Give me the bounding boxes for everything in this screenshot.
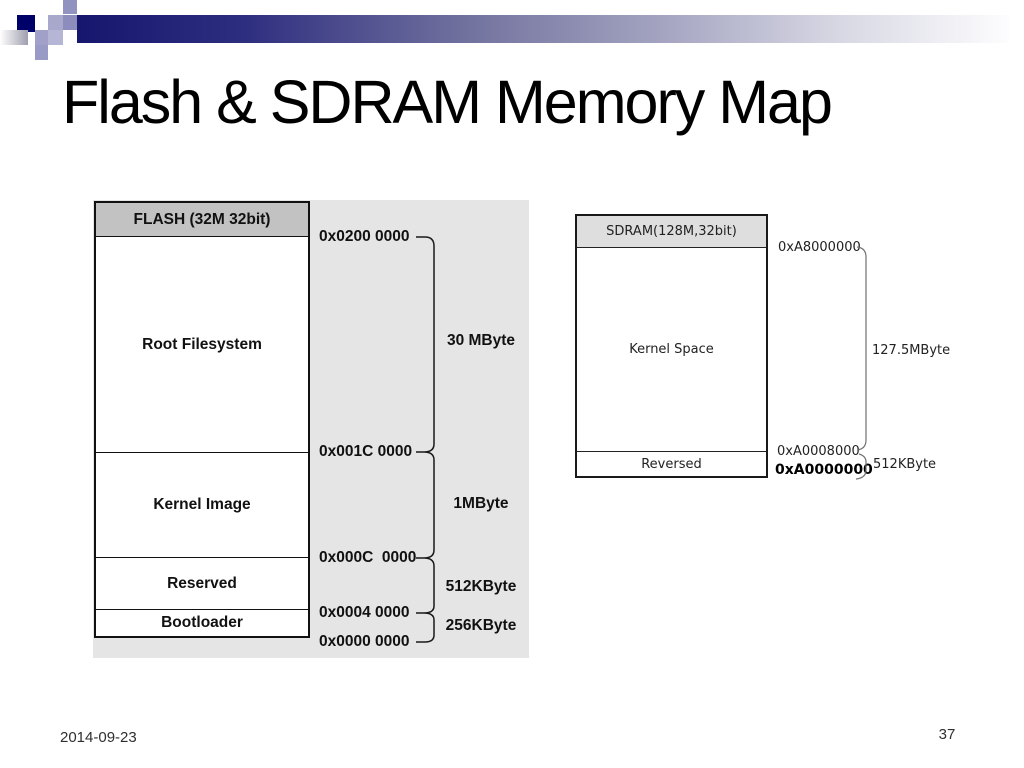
page-number: 37: [938, 726, 956, 743]
section-label: Kernel Image: [153, 496, 251, 513]
flash-address-label: 0x0200 0000: [319, 228, 410, 245]
flash-section-kernel-image: Kernel Image: [96, 452, 308, 557]
footer-date: 2014-09-23: [60, 729, 137, 746]
sdram-section-kernel-space: Kernel Space: [577, 248, 766, 451]
flash-header: FLASH (32M 32bit): [96, 203, 308, 237]
slide-title: Flash & SDRAM Memory Map: [62, 68, 833, 136]
sdram-size-label: 127.5MByte: [872, 343, 951, 358]
sdram-header-label: SDRAM(128M,32bit): [606, 224, 737, 239]
sdram-memory-map: SDRAM(128M,32bit) Kernel Space Reversed: [575, 214, 768, 478]
sdram-address-label: 0xA8000000: [778, 240, 861, 255]
section-label: Root Filesystem: [142, 335, 262, 353]
sdram-header: SDRAM(128M,32bit): [577, 216, 766, 248]
flash-size-label: 512KByte: [445, 578, 517, 595]
pixel-square: [35, 30, 48, 45]
flash-header-label: FLASH (32M 32bit): [133, 210, 271, 228]
sdram-size-label: 512KByte: [873, 457, 937, 472]
section-label: Kernel Space: [629, 342, 714, 357]
flash-address-label: 0x000C 0000: [319, 549, 417, 566]
sdram-section-reversed: Reversed: [577, 451, 766, 476]
pixel-square: [63, 0, 77, 14]
flash-size-label: 30 MByte: [446, 332, 516, 349]
sdram-address-label: 0xA0008000: [777, 444, 860, 459]
flash-address-label: 0x0004 0000: [319, 604, 410, 621]
section-label: Reserved: [167, 574, 237, 592]
flash-section-bootloader: Bootloader: [96, 609, 308, 635]
pixel-square: [17, 15, 35, 32]
flash-address-label: 0x0000 0000: [319, 633, 410, 650]
fade-strip: [0, 30, 28, 45]
flash-section-reserved: Reserved: [96, 557, 308, 609]
flash-size-label: 256KByte: [445, 617, 517, 634]
pixel-square: [35, 45, 48, 60]
flash-section-root-filesystem: Root Filesystem: [96, 237, 308, 452]
flash-size-label: 1MByte: [453, 495, 509, 512]
flash-address-label: 0x001C 0000: [319, 443, 413, 460]
section-label: Reversed: [641, 456, 702, 472]
flash-memory-map: FLASH (32M 32bit) Root Filesystem Kernel…: [94, 201, 310, 638]
pixel-square: [48, 15, 63, 30]
section-label: Bootloader: [161, 613, 243, 631]
sdram-address-label: 0xA0000000: [775, 462, 873, 478]
banner-gradient-bar: [77, 15, 1009, 43]
pixel-square: [63, 15, 77, 30]
pixel-square: [48, 30, 63, 45]
